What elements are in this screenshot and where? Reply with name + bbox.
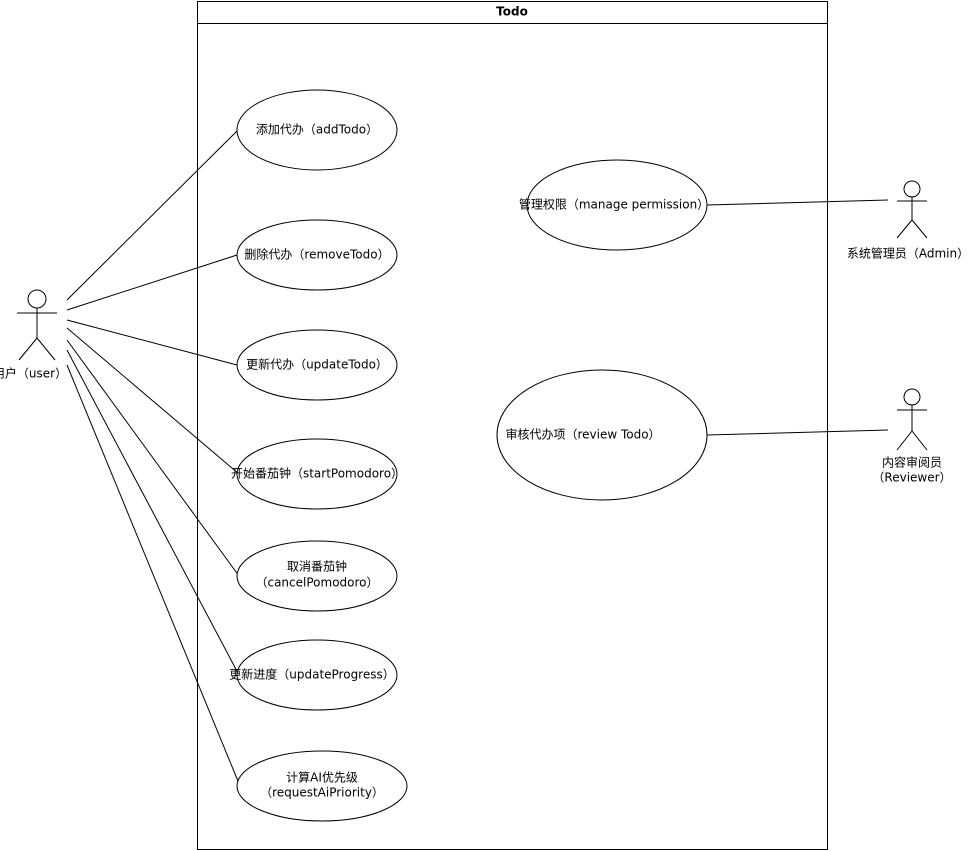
use-case-label-manage-permission: 管理权限（manage permission） (518, 197, 710, 212)
actor-admin-figure (896, 180, 928, 239)
system-title: Todo (496, 4, 528, 19)
association-reviewer-review (706, 429, 889, 436)
use-case-add-todo (236, 89, 398, 171)
actor-reviewer-figure (896, 388, 928, 451)
use-case-label-ai-priority-line2: （requestAiPriority） (260, 785, 384, 800)
association-user-ai-priority (66, 364, 241, 787)
use-case-update-todo (236, 329, 398, 401)
use-case-start-pomodoro (236, 438, 398, 510)
association-admin-manage (706, 199, 889, 206)
use-case-label-review-todo: 审核代办项（review Todo） (505, 427, 661, 442)
use-case-label-cancel-pomodoro-line1: 取消番茄钟 (286, 559, 348, 574)
use-case-label-update-todo: 更新代办（updateTodo） (246, 357, 388, 372)
use-case-label-ai-priority-line1: 计算AI优先级 (286, 770, 358, 785)
actor-label-reviewer-line2: （Reviewer） (872, 470, 952, 485)
use-case-manage-permission (526, 159, 708, 251)
use-case-label-remove-todo: 删除代办（removeTodo） (244, 247, 390, 262)
actor-label-user: 用户（user） (0, 366, 68, 381)
use-case-cancel-pomodoro (236, 540, 398, 612)
use-case-label-update-progress: 更新进度（updateProgress） (229, 667, 395, 682)
use-case-ai-priority (236, 750, 408, 822)
actor-user-figure (17, 289, 57, 361)
actor-label-reviewer-line1: 内容审阅员 (881, 455, 943, 470)
association-user-add (66, 129, 239, 301)
association-user-cancel-pomodoro (66, 339, 240, 577)
use-case-review-todo (496, 369, 708, 501)
association-user-remove (66, 254, 238, 311)
use-case-label-add-todo: 添加代办（addTodo） (255, 122, 379, 137)
use-case-label-cancel-pomodoro-line2: （cancelPomodoro） (255, 575, 379, 590)
association-user-start-pomodoro (66, 327, 240, 475)
use-case-remove-todo (236, 219, 398, 291)
use-case-label-start-pomodoro: 开始番茄钟（startPomodoro） (230, 466, 404, 481)
actor-label-admin: 系统管理员（Admin） (846, 246, 970, 261)
association-user-update (66, 319, 238, 366)
association-user-update-progress (66, 349, 240, 676)
use-case-update-progress (236, 639, 398, 711)
